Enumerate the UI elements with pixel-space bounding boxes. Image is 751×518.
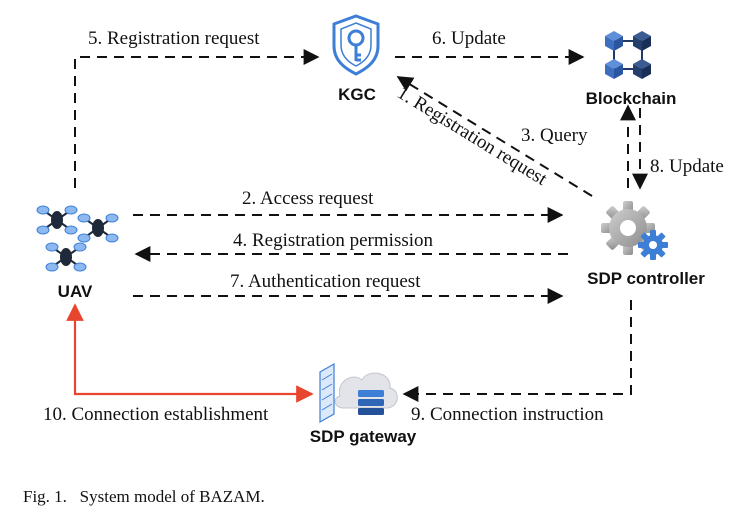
figure-caption: Fig. 1. System model of BAZAM. — [23, 487, 265, 506]
edge-label-4: 4. Registration permission — [233, 230, 434, 251]
edge-registration-request-controller-kgc — [396, 76, 593, 197]
edge-registration-request-uav-kgc — [74, 49, 320, 188]
edge-label-9: 9. Connection instruction — [411, 404, 604, 425]
edge-label-10: 10. Connection establishment — [43, 404, 269, 425]
edge-label-6: 6. Update — [432, 28, 506, 49]
gateway-server-icon — [319, 362, 398, 424]
node-label-kgc: KGC — [338, 85, 376, 104]
edge-label-7: 7. Authentication request — [230, 271, 421, 292]
edge-connection-establishment — [66, 303, 314, 403]
gears-icon — [601, 201, 668, 260]
edge-connection-instruction — [402, 300, 632, 402]
edge-label-2: 2. Access request — [242, 188, 374, 209]
node-label-sdp-controller: SDP controller — [587, 269, 705, 288]
edge-label-3: 3. Query — [521, 125, 588, 146]
edge-label-8: 8. Update — [650, 156, 724, 177]
edge-label-5: 5. Registration request — [88, 28, 260, 49]
node-label-uav: UAV — [58, 282, 93, 301]
node-label-sdp-gateway: SDP gateway — [310, 427, 417, 446]
drone-swarm-icon — [36, 205, 119, 272]
node-label-blockchain: Blockchain — [586, 89, 677, 108]
cube-network-icon — [605, 31, 651, 79]
key-shield-icon — [332, 14, 380, 76]
